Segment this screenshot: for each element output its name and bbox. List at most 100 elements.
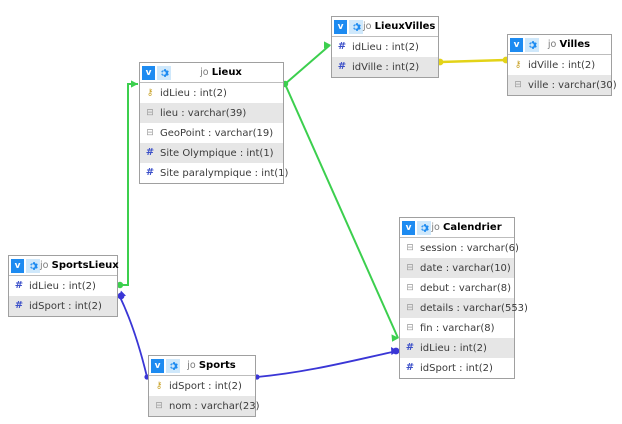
field-label: session : varchar(6) — [420, 242, 519, 254]
gear-icon[interactable] — [349, 19, 363, 34]
field-label: idLieu : int(2) — [29, 280, 96, 292]
table-name: Calendrier — [442, 222, 502, 233]
table-node-lieux[interactable]: v jo Lieux ⚷ idLieu : int(2) ⊟ lieu : va… — [139, 62, 288, 184]
table-name: Sports — [198, 360, 236, 371]
field-row[interactable]: ⚷ idVille : int(2) — [508, 55, 611, 75]
table-schema: jo — [363, 21, 372, 32]
edge-sports-calendrier — [254, 347, 400, 380]
field-row[interactable]: ⊟ nom : varchar(23) — [149, 396, 259, 416]
column-icon: ⊟ — [146, 107, 154, 118]
column-icon: ⊟ — [146, 127, 154, 138]
table-schema: jo — [547, 39, 557, 50]
column-icon: ⊟ — [514, 79, 522, 90]
field-label: idSport : int(2) — [169, 380, 242, 392]
field-row[interactable]: # idVille : int(2) — [332, 57, 438, 77]
table-schema: jo — [187, 360, 196, 371]
header-icons: v — [142, 65, 171, 80]
field-row[interactable]: ⊟ details : varchar(553) — [400, 298, 528, 318]
table-schema: jo — [431, 222, 440, 233]
v-badge-icon: v — [334, 19, 347, 34]
column-icon: ⊟ — [406, 242, 414, 253]
v-badge-icon: v — [510, 37, 523, 52]
table-node-calendrier[interactable]: v jo Calendrier ⊟ session : varchar(6) ⊟… — [399, 217, 528, 379]
field-row[interactable]: ⊟ fin : varchar(8) — [400, 318, 514, 338]
table-name: Lieux — [211, 67, 242, 78]
table-schema: jo — [40, 260, 49, 271]
v-badge-icon: v — [402, 220, 415, 235]
header-icons: v — [11, 258, 40, 273]
field-row[interactable]: ⊟ GeoPoint : varchar(19) — [140, 123, 283, 143]
field-label: date : varchar(10) — [420, 262, 511, 274]
table-name: Villes — [559, 39, 591, 50]
field-row[interactable]: ⊟ ville : varchar(30) — [508, 75, 617, 95]
field-row[interactable]: # Site Olympique : int(1) — [140, 143, 283, 163]
field-row[interactable]: ⚷ idLieu : int(2) — [140, 83, 283, 103]
field-label: idVille : int(2) — [352, 61, 420, 73]
gear-icon[interactable] — [166, 358, 180, 373]
table-header-sports[interactable]: v jo Sports — [149, 356, 255, 376]
hash-icon: # — [405, 362, 415, 373]
table-header-lieuxvilles[interactable]: v jo LieuxVilles — [332, 17, 438, 37]
v-badge-icon: v — [11, 258, 24, 273]
table-name: SportsLieux — [51, 260, 119, 271]
field-row[interactable]: ⊟ date : varchar(10) — [400, 258, 514, 278]
field-row[interactable]: ⚷ idSport : int(2) — [149, 376, 255, 396]
hash-icon: # — [405, 342, 415, 353]
table-node-lieuxvilles[interactable]: v jo LieuxVilles # idLieu : int(2) # idV… — [331, 16, 439, 78]
field-row[interactable]: # idLieu : int(2) — [400, 338, 514, 358]
field-label: GeoPoint : varchar(19) — [160, 127, 274, 139]
v-badge-icon: v — [142, 65, 155, 80]
header-icons: v — [334, 19, 363, 34]
field-label: idVille : int(2) — [528, 59, 596, 71]
field-label: idLieu : int(2) — [352, 41, 419, 53]
v-badge-icon: v — [151, 358, 164, 373]
table-header-lieux[interactable]: v jo Lieux — [140, 63, 283, 83]
key-icon: ⚷ — [514, 59, 522, 70]
field-row[interactable]: # idLieu : int(2) — [332, 37, 438, 57]
gear-icon[interactable] — [417, 220, 431, 235]
edge-lieux-lieuxvilles — [281, 41, 331, 88]
edge-lieux-calendrier — [284, 83, 399, 342]
field-label: idLieu : int(2) — [420, 342, 487, 354]
field-label: idSport : int(2) — [420, 362, 493, 374]
field-row[interactable]: ⊟ debut : varchar(8) — [400, 278, 514, 298]
field-label: Site Olympique : int(1) — [160, 147, 274, 159]
hash-icon: # — [145, 167, 155, 178]
field-row[interactable]: # idSport : int(2) — [400, 358, 514, 378]
table-node-sportslieux[interactable]: v jo SportsLieux # idLieu : int(2) # idS… — [8, 255, 119, 317]
table-header-villes[interactable]: v jo Villes — [508, 35, 611, 55]
field-row[interactable]: # idLieu : int(2) — [9, 276, 117, 296]
table-node-villes[interactable]: v jo Villes ⚷ idVille : int(2) ⊟ ville :… — [507, 34, 617, 96]
field-label: fin : varchar(8) — [420, 322, 495, 334]
field-label: debut : varchar(8) — [420, 282, 512, 294]
field-label: nom : varchar(23) — [169, 400, 260, 412]
gear-icon[interactable] — [525, 37, 539, 52]
table-title-sportslieux: jo SportsLieux — [40, 260, 127, 271]
hash-icon: # — [337, 41, 347, 52]
hash-icon: # — [145, 147, 155, 158]
gear-icon[interactable] — [26, 258, 40, 273]
field-row[interactable]: ⊟ session : varchar(6) — [400, 238, 519, 258]
field-label: Site paralympique : int(1) — [160, 167, 289, 179]
table-header-calendrier[interactable]: v jo Calendrier — [400, 218, 514, 238]
field-row[interactable]: ⊟ lieu : varchar(39) — [140, 103, 283, 123]
field-row[interactable]: # Site paralympique : int(1) — [140, 163, 288, 183]
field-row[interactable]: # idSport : int(2) — [9, 296, 117, 316]
gear-icon[interactable] — [157, 65, 171, 80]
table-title-calendrier: jo Calendrier — [431, 222, 510, 233]
table-title-sports: jo Sports — [180, 360, 251, 371]
field-label: details : varchar(553) — [420, 302, 528, 314]
hash-icon: # — [337, 61, 347, 72]
column-icon: ⊟ — [406, 302, 414, 313]
field-label: idLieu : int(2) — [160, 87, 227, 99]
key-icon: ⚷ — [146, 87, 154, 98]
header-icons: v — [510, 37, 539, 52]
table-header-sportslieux[interactable]: v jo SportsLieux — [9, 256, 119, 276]
edge-lieuxvilles-villes — [436, 56, 510, 66]
table-node-sports[interactable]: v jo Sports ⚷ idSport : int(2) ⊟ nom : v… — [148, 355, 259, 417]
key-icon: ⚷ — [155, 380, 163, 391]
table-schema: jo — [200, 67, 209, 78]
table-title-villes: jo Villes — [539, 39, 607, 50]
edge-sportslieux-lieux — [116, 80, 138, 289]
